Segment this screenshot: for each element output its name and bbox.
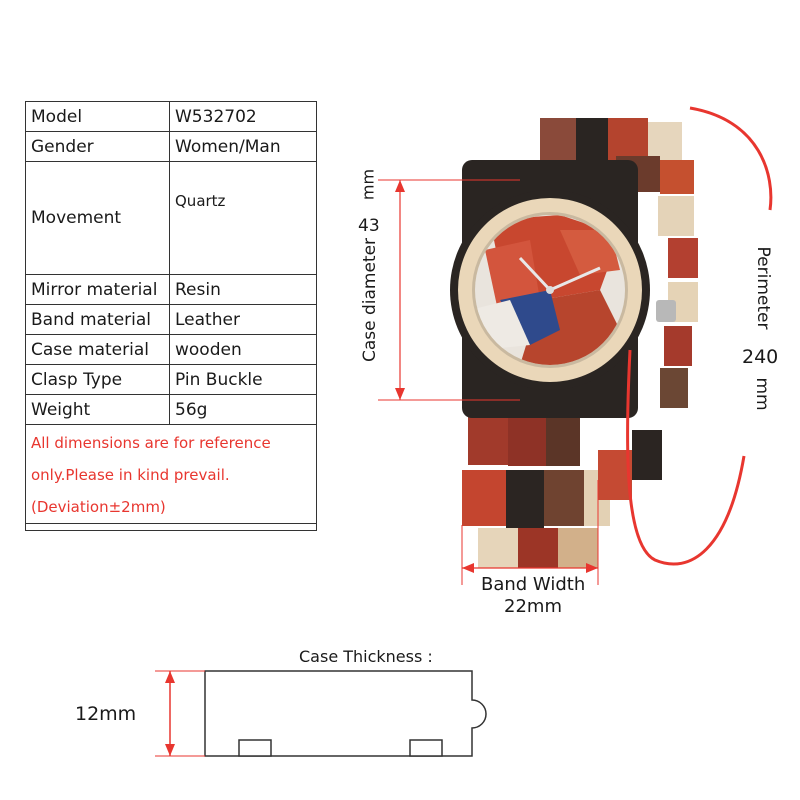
spec-value: Resin (169, 274, 317, 305)
spec-value: Leather (169, 304, 317, 335)
spec-row-clasp: Clasp Type Pin Buckle (25, 364, 317, 395)
case-diameter-label: Case diameter (360, 237, 380, 363)
spec-key: Model (25, 101, 170, 132)
spec-key: Clasp Type (25, 364, 170, 395)
case-diameter-value: 43 (358, 216, 380, 236)
case-thickness-value: 12mm (75, 703, 137, 725)
spec-row-movement: Movement Quartz (25, 161, 317, 275)
spec-row-model: Model W532702 (25, 101, 317, 132)
disclaimer-line: All dimensions are for reference (31, 434, 271, 452)
case-diameter-unit: mm (358, 168, 378, 201)
case-thickness-label: Case Thickness : (299, 647, 433, 666)
spec-key: Mirror material (25, 274, 170, 305)
spec-row-gender: Gender Women/Man (25, 131, 317, 162)
perimeter-value: 240 (742, 346, 779, 368)
case-thickness-outline (155, 670, 487, 757)
spec-value: W532702 (169, 101, 317, 132)
disclaimer-note: All dimensions are for reference only.Pl… (25, 424, 317, 524)
spec-key: Weight (25, 394, 170, 425)
perimeter-unit: mm (752, 377, 772, 411)
perimeter-label: Perimeter (753, 246, 773, 330)
spec-key: Case material (25, 334, 170, 365)
case-diameter-dimension (378, 179, 520, 401)
watch-band-bottom (462, 405, 662, 568)
spec-row-case: Case material wooden (25, 334, 317, 365)
spec-value: Pin Buckle (169, 364, 317, 395)
table-bottom-pad (25, 523, 317, 531)
spec-value: 56g (169, 394, 317, 425)
spec-key: Band material (25, 304, 170, 335)
spec-value: Women/Man (169, 131, 317, 162)
spec-value: wooden (169, 334, 317, 365)
perimeter-arc (626, 106, 773, 566)
spec-value: Quartz (169, 161, 317, 275)
spec-row-weight: Weight 56g (25, 394, 317, 425)
spec-row-mirror: Mirror material Resin (25, 274, 317, 305)
disclaimer-row: All dimensions are for reference only.Pl… (25, 424, 317, 524)
band-width-dimension (461, 480, 599, 585)
band-width-label: Band Width (481, 574, 586, 595)
band-width-value: 22mm (504, 596, 562, 617)
spec-table: Model W532702 Gender Women/Man Movement … (25, 101, 317, 531)
crown-icon (656, 300, 676, 322)
spec-row-band: Band material Leather (25, 304, 317, 335)
disclaimer-line: (Deviation±2mm) (31, 498, 166, 516)
disclaimer-line: only.Please in kind prevail. (31, 466, 230, 484)
